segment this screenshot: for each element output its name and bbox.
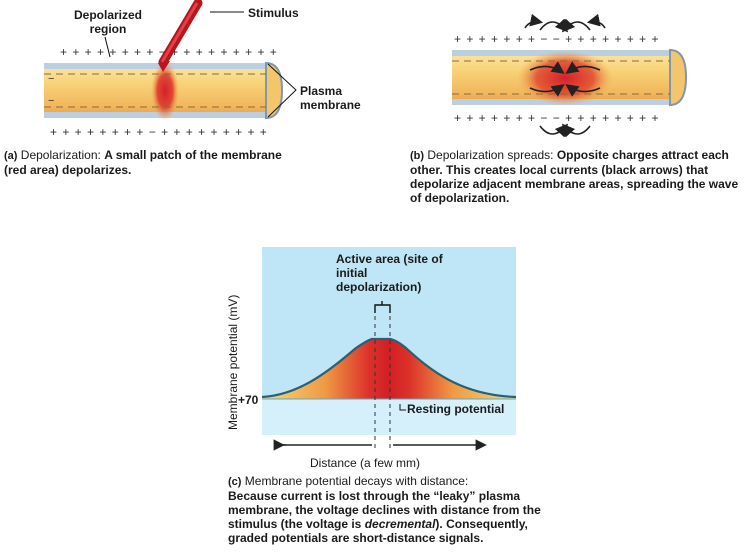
caption-b-title: Depolarization spreads: bbox=[427, 148, 554, 162]
caption-c-title: Membrane potential decays with distance: bbox=[244, 474, 469, 488]
label-plasma-membrane: Plasma membrane bbox=[300, 84, 361, 112]
label-depolarized-region: Depolarized region bbox=[73, 8, 142, 36]
leader-resting bbox=[399, 404, 406, 411]
x-axis-label: Distance (a few mm) bbox=[310, 456, 421, 470]
leader-depolarized bbox=[104, 36, 111, 58]
caption-c-text-em: decremental bbox=[364, 517, 436, 531]
y-axis-label: Membrane potential (mV) bbox=[226, 294, 240, 430]
charges-b-top: + + + + + + + − − + + + + + + + + bbox=[454, 32, 659, 46]
caption-a-text: A small patch of the membrane (red area)… bbox=[4, 148, 282, 177]
caption-c: (c) Membrane potential decays with dista… bbox=[228, 474, 548, 545]
caption-c-tag: (c) bbox=[228, 476, 242, 488]
axon-b bbox=[452, 48, 688, 107]
minus-a-2: − bbox=[48, 95, 54, 107]
stimulus-electrode bbox=[158, 0, 203, 72]
caption-c-text-2: ). Consequently, graded potentials are s… bbox=[228, 517, 528, 545]
caption-a-title: Depolarization: bbox=[20, 148, 101, 162]
caption-c-text-1: Because current is lost through the “lea… bbox=[228, 489, 541, 531]
potential-area bbox=[262, 339, 516, 399]
charges-a-bottom: + + + + + + + + − + + + + + + + + + bbox=[50, 125, 268, 139]
caption-b: (b) Depolarization spreads: Opposite cha… bbox=[410, 148, 750, 205]
axon-a bbox=[44, 61, 284, 121]
label-active-area: Active area (site of initial depolarizat… bbox=[336, 252, 443, 294]
caption-a-tag: (a) bbox=[4, 150, 18, 162]
minus-a-1: − bbox=[48, 73, 54, 85]
label-stimulus: Stimulus bbox=[248, 6, 299, 20]
potential-curve bbox=[261, 337, 517, 399]
leader-plasma bbox=[267, 63, 297, 118]
local-current-arrows bbox=[524, 13, 606, 138]
caption-b-tag: (b) bbox=[410, 150, 425, 162]
caption-a: (a) Depolarization: A small patch of the… bbox=[4, 148, 304, 177]
chart-lower-band bbox=[262, 399, 516, 435]
caption-b-text: Opposite charges attract each other. Thi… bbox=[410, 148, 739, 205]
label-resting-potential: Resting potential bbox=[407, 402, 505, 416]
charges-b-bottom: + + + + + + + − − + + + + + + + + bbox=[454, 111, 659, 125]
y-tick-70: +70 bbox=[238, 393, 259, 407]
